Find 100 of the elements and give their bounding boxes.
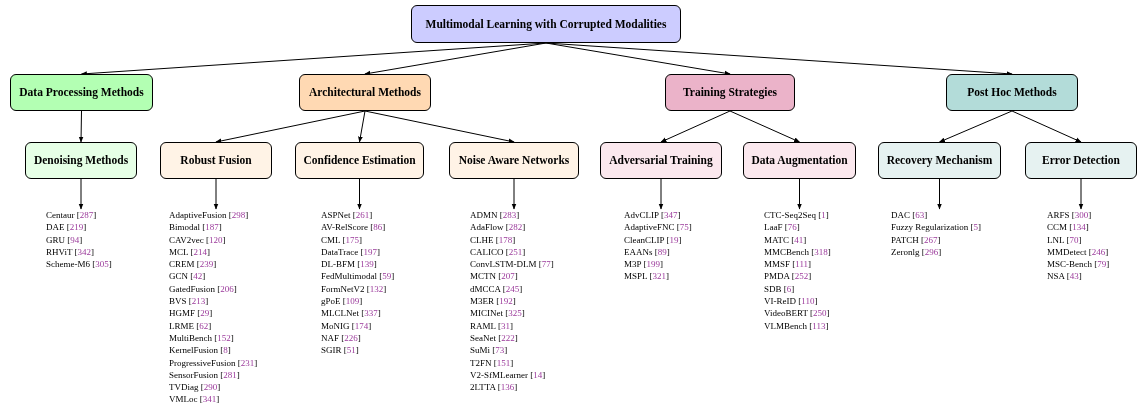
category-box: Training Strategies — [665, 74, 795, 111]
method-citation: ARFS [300] — [1047, 209, 1092, 222]
method-citation: ADMN [283] — [470, 209, 520, 222]
method-citation: CREM [239] — [169, 258, 217, 271]
method-citation: CCM [134] — [1047, 221, 1089, 234]
arrow — [358, 110, 366, 143]
method-citation: DAE [219] — [46, 221, 87, 234]
arrow — [357, 178, 362, 210]
method-citation: SGIR [51] — [321, 344, 359, 357]
arrow — [797, 178, 802, 210]
method-citation: ConvLSTM-DLM [77] — [470, 258, 554, 271]
method-citation: BVS [213] — [169, 295, 209, 308]
subcategory-box: Data Augmentation — [743, 142, 856, 179]
method-citation: EAANs [89] — [624, 245, 670, 259]
arrow — [937, 178, 942, 210]
method-citation: PMDA [252] — [764, 270, 812, 283]
method-citation: MCTN [207] — [470, 270, 518, 283]
method-citation: DAC [63] — [891, 209, 928, 222]
method-citation: RHViT [342] — [46, 245, 95, 259]
method-citation: KernelFusion [8] — [169, 344, 231, 357]
method-citation: LNL [70] — [1047, 233, 1082, 246]
arrow — [78, 178, 84, 210]
method-citation: PATCH [267] — [891, 233, 941, 246]
method-citation: MoNIG [174] — [321, 319, 372, 332]
method-citation: GCN [42] — [169, 270, 206, 283]
method-citation: CAV2vec [120] — [169, 233, 226, 246]
method-citation: MICINet [325] — [470, 307, 525, 320]
method-citation: AdaFlow [282] — [470, 221, 526, 234]
method-citation: MSC-Bench [79] — [1047, 258, 1110, 271]
arrow — [1078, 178, 1084, 210]
method-citation: MMSF [111] — [764, 258, 812, 271]
method-citation: MCL [214] — [169, 245, 210, 259]
method-citation: CLHE [178] — [470, 233, 516, 246]
method-citation: NAF [226] — [321, 331, 361, 345]
method-citation: CML [175] — [321, 233, 362, 246]
method-citation: Centaur [287] — [46, 209, 97, 222]
arrow — [1011, 110, 1082, 143]
method-citation: FedMultimodal [59] — [321, 270, 395, 283]
method-citation: 2LTTA [136] — [470, 381, 518, 394]
method-citation: AdaptiveFNC [75] — [624, 221, 692, 234]
category-box: Architectural Methods — [299, 74, 431, 111]
method-citation: MATC [41] — [764, 233, 807, 246]
subcategory-box: Robust Fusion — [160, 142, 272, 179]
method-citation: VLMBench [113] — [764, 319, 829, 332]
category-box: Data Processing Methods — [10, 74, 153, 111]
method-citation: VMLoc [341] — [169, 393, 220, 406]
method-citation: Bimodal [187] — [169, 221, 222, 234]
method-citation: SDB [6] — [764, 282, 795, 296]
method-citation: AdaptiveFusion [298] — [169, 209, 249, 222]
root-box: Multimodal Learning with Corrupted Modalities — [411, 5, 681, 43]
method-citation: M3ER [192] — [470, 295, 516, 308]
method-citation: MMDetect [246] — [1047, 245, 1109, 259]
method-citation: FormNetV2 [132] — [321, 282, 387, 296]
method-citation: SensorFusion [281] — [169, 368, 240, 382]
subcategory-box: Recovery Mechanism — [878, 142, 1001, 179]
arrow — [660, 110, 731, 143]
arrow — [729, 110, 801, 143]
method-citation: Scheme-M6 [305] — [46, 258, 112, 271]
arrow — [938, 110, 1013, 143]
method-citation: MMCBench [318] — [764, 245, 831, 259]
method-citation: Zeronlg [296] — [891, 245, 942, 259]
subcategory-box: Error Detection — [1025, 142, 1137, 179]
method-citation: SeaNet [222] — [470, 331, 518, 345]
method-citation: ProgressiveFusion [231] — [169, 356, 258, 369]
method-citation: GRU [94] — [46, 233, 83, 246]
method-citation: AV-RelScore [86] — [321, 221, 386, 234]
arrow — [213, 178, 219, 210]
method-citation: MSPL [321] — [624, 270, 669, 283]
method-citation: MLCLNet [337] — [321, 307, 381, 320]
method-citation: HGMF [29] — [169, 307, 213, 320]
method-citation: GatedFusion [206] — [169, 282, 237, 296]
method-citation: SuMi [73] — [470, 344, 508, 357]
arrow — [511, 178, 517, 210]
method-citation: DL-BFM [139] — [321, 258, 377, 271]
subcategory-box: Confidence Estimation — [295, 142, 424, 179]
category-box: Post Hoc Methods — [946, 74, 1078, 111]
method-citation: TVDiag [290] — [169, 381, 221, 394]
method-citation: CleanCLIP [19] — [624, 233, 682, 246]
method-citation: CALICO [251] — [470, 245, 526, 259]
arrow — [658, 178, 664, 210]
method-citation: gPoE [109] — [321, 295, 363, 308]
method-citation: V2-SfMLearner [14] — [470, 368, 546, 382]
subcategory-box: Noise Aware Networks — [449, 142, 579, 179]
method-citation: Fuzzy Regularization [5] — [891, 221, 981, 234]
method-citation: T2FN [151] — [470, 356, 514, 369]
method-citation: M3P [199] — [624, 258, 663, 271]
method-citation: MultiBench [152] — [169, 331, 234, 345]
method-citation: VideoBERT [250] — [764, 307, 830, 320]
subcategory-box: Denoising Methods — [25, 142, 137, 179]
method-citation: AdvCLIP [347] — [624, 209, 681, 222]
method-citation: LaaF [76] — [764, 221, 800, 234]
subcategory-box: Adversarial Training — [600, 142, 722, 179]
method-citation: ASPNet [261] — [321, 209, 373, 222]
method-citation: NSA [43] — [1047, 270, 1082, 283]
arrow — [78, 110, 84, 143]
method-citation: dMCCA [245] — [470, 282, 523, 296]
method-citation: RAML [31] — [470, 319, 513, 332]
method-citation: LRME [62] — [169, 319, 212, 332]
method-citation: VI-ReID [110] — [764, 295, 818, 308]
method-citation: CTC-Seq2Seq [1] — [764, 209, 829, 222]
